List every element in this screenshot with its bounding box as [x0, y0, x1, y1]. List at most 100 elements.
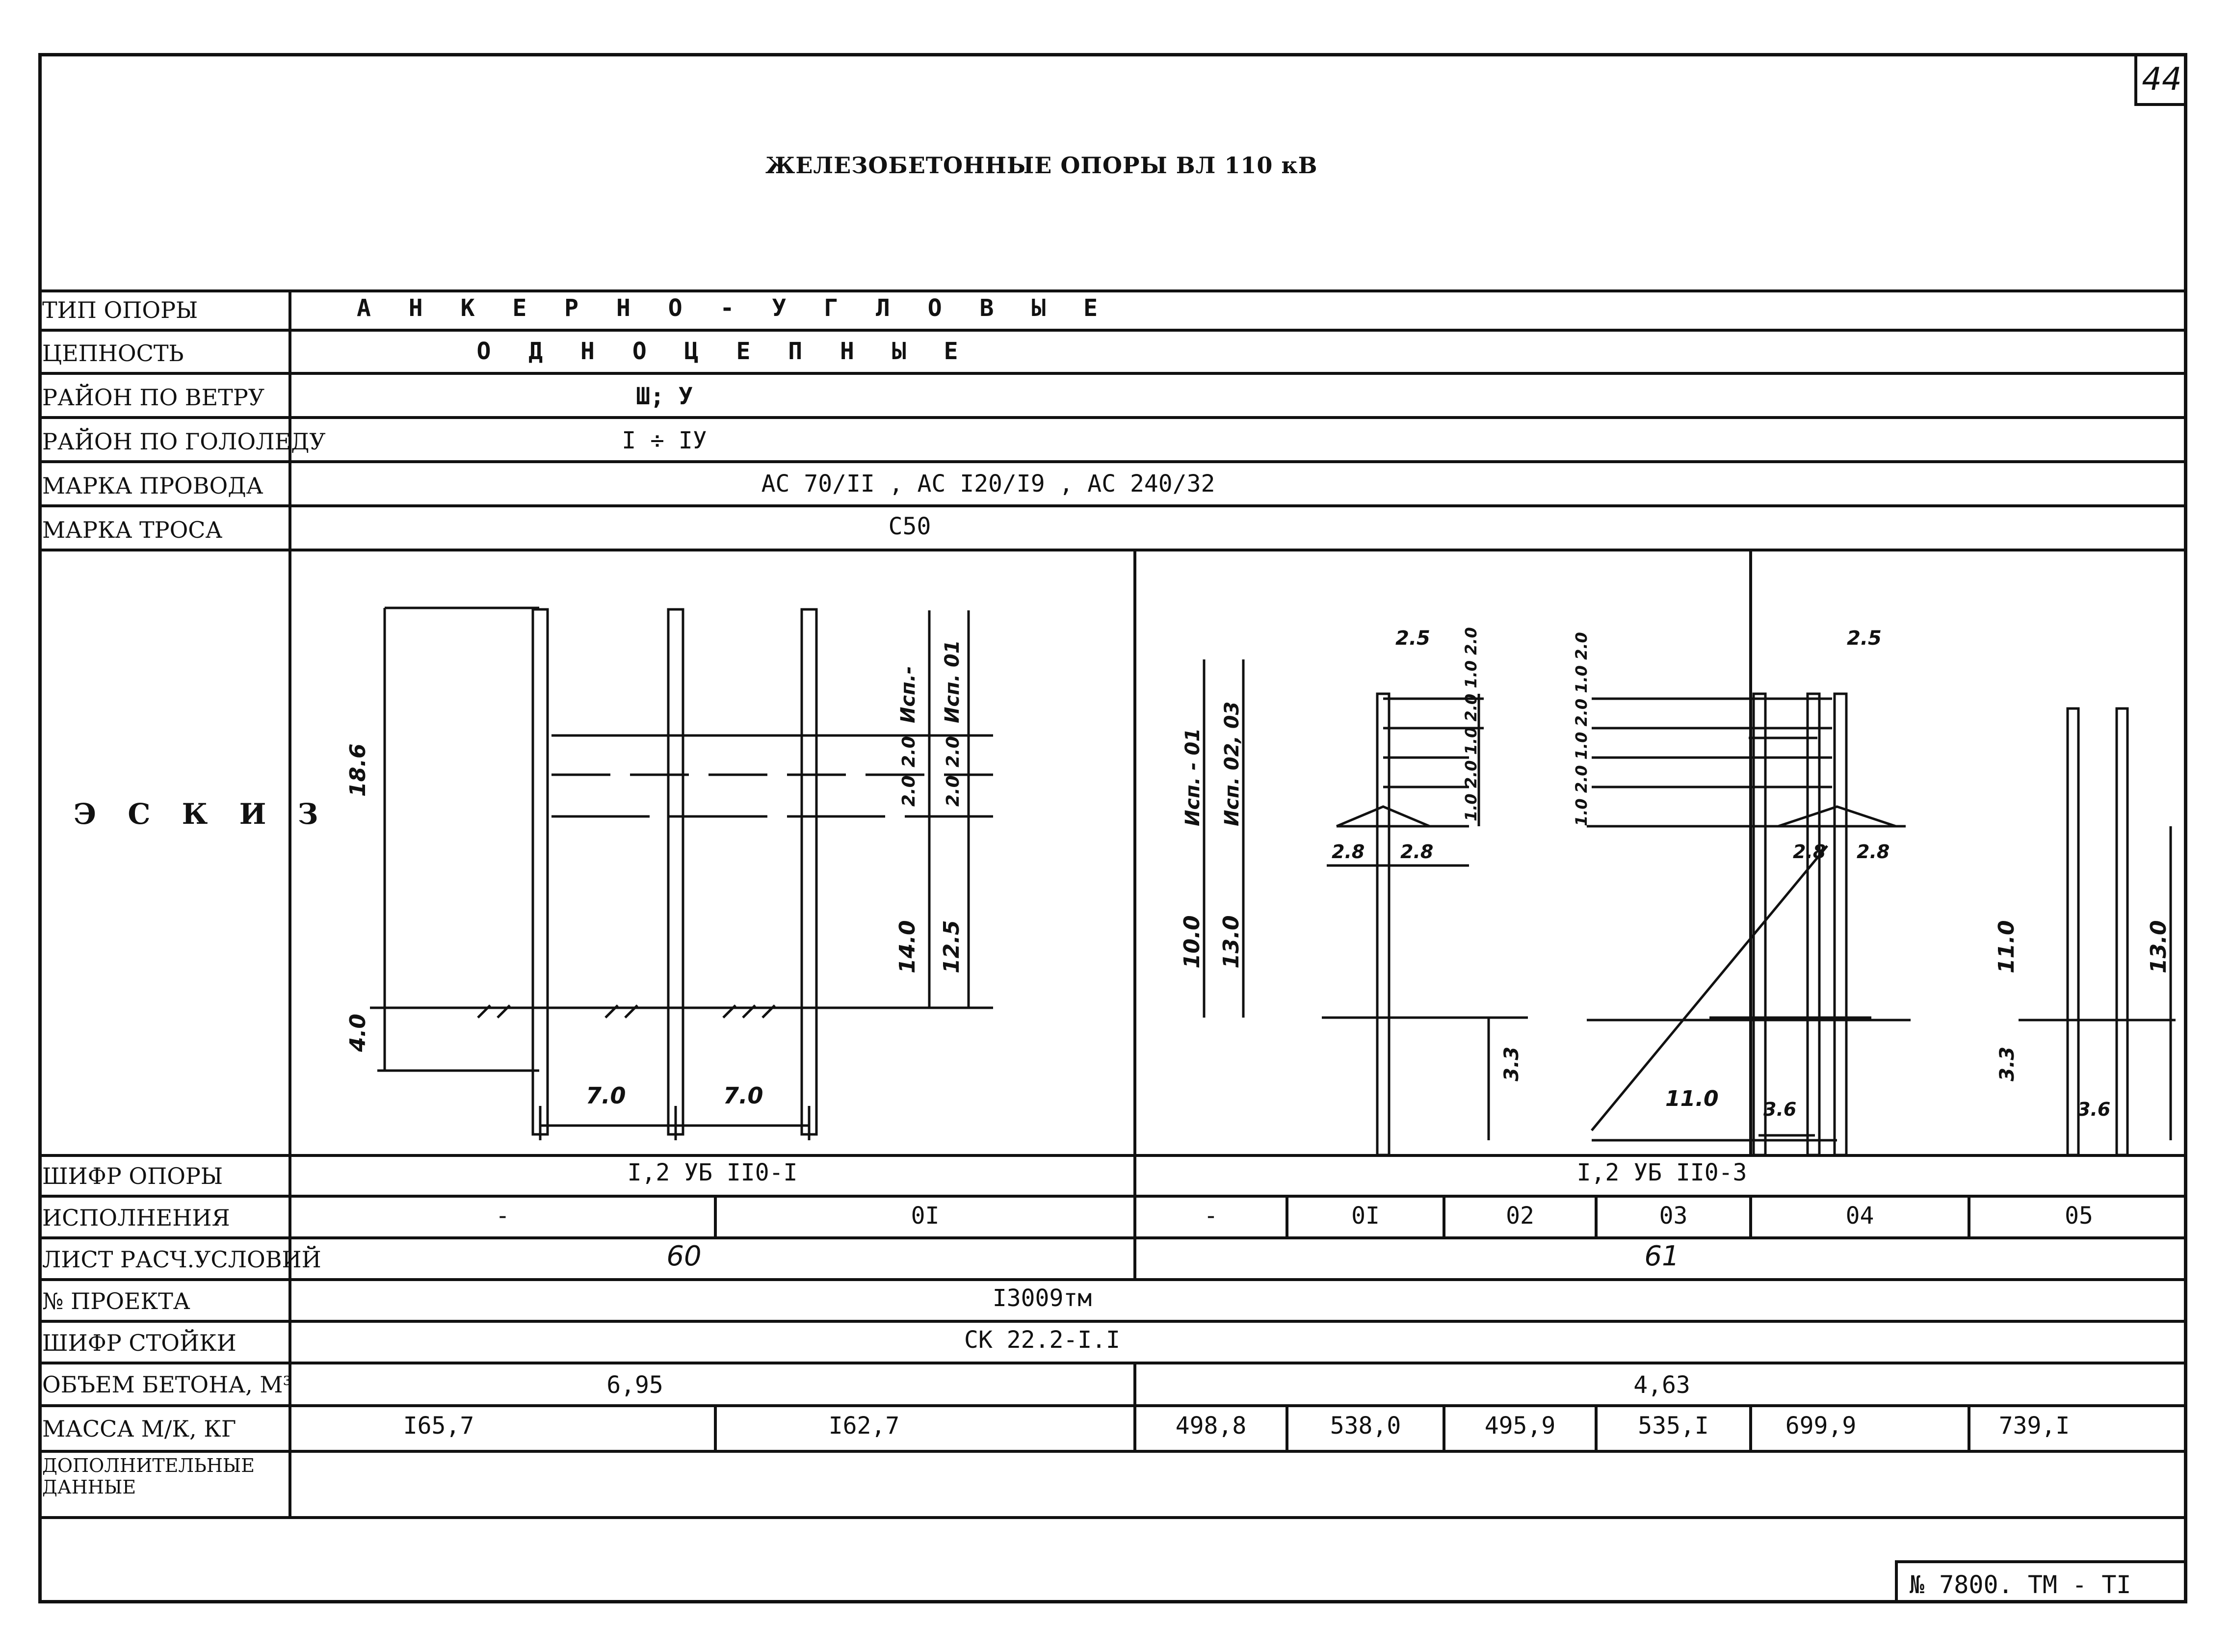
row-line — [38, 1450, 2187, 1453]
sheet-right: 61 — [1644, 1240, 1680, 1272]
dim-c-base: 3.6 — [2077, 1099, 2110, 1120]
dim-c-top: 2.5 — [1847, 627, 1882, 650]
mass-cell: 498,8 — [1175, 1412, 1247, 1440]
label-concrete: ОБЪЕМ БЕТОНА, М³ — [42, 1371, 292, 1398]
row-line — [38, 1404, 2187, 1407]
mass-cell: 495,9 — [1484, 1412, 1556, 1440]
label-extra: ДОПОЛНИТЕЛЬНЫЕ ДАННЫЕ — [42, 1455, 255, 1498]
dim-b-arm-r: 2.8 — [1400, 841, 1433, 863]
column-line — [1286, 1404, 1288, 1450]
row-line — [38, 329, 2187, 332]
column-line — [1749, 1195, 1752, 1236]
code-right: I,2 УБ II0-3 — [1576, 1159, 1747, 1186]
column-line — [1443, 1404, 1445, 1450]
version-b-a: Исп. - 01 — [1181, 728, 1204, 826]
dim-b-top: 2.5 — [1395, 627, 1430, 650]
value-type: А Н К Е Р Н О - У Г Л О В Ы Е — [356, 294, 1110, 322]
code-left: I,2 УБ II0-I — [627, 1159, 798, 1186]
label-sheet: ЛИСТ РАСЧ.УСЛОВИЙ — [42, 1246, 321, 1273]
dim-a-lower: 14.0 — [895, 920, 920, 973]
column-line — [1286, 1195, 1288, 1236]
version-cell: 04 — [1845, 1202, 1874, 1230]
dim-a-span1: 7.0 — [586, 1082, 626, 1109]
document-stamp: № 7800. ТМ - ТI — [1895, 1560, 2187, 1603]
label-wind: РАЙОН ПО ВЕТРУ — [42, 384, 265, 411]
column-line — [714, 1404, 717, 1450]
row-line — [38, 1320, 2187, 1323]
mass-cell: 739,I — [1998, 1412, 2070, 1440]
dim-b-embed: 3.3 — [1500, 1047, 1523, 1081]
sketch-drawing: 18.6 4.0 14.0 12.5 2.0 2.0 2.0 2.0 Исп.-… — [345, 606, 2176, 1154]
sketch-b — [1203, 659, 1871, 1154]
row-line — [38, 1154, 2187, 1157]
value-project: I3009тм — [992, 1285, 1092, 1312]
row-line — [38, 416, 2187, 419]
dim-a-g4: 2.0 — [943, 775, 963, 807]
label-sketch: Э С К И З — [74, 797, 329, 831]
version-cell: 03 — [1659, 1202, 1688, 1230]
sheet-left: 60 — [666, 1240, 702, 1272]
row-line — [38, 1236, 2187, 1239]
dim-c-embed: 3.3 — [1996, 1047, 2019, 1081]
version-a-dash: Исп.- — [897, 666, 919, 723]
label-post: ШИФР СТОЙКИ — [42, 1330, 236, 1356]
sketch-a — [370, 606, 993, 1140]
label-mass: МАССА М/К, КГ — [42, 1416, 236, 1442]
column-line — [1443, 1195, 1445, 1236]
label-extra-line1: ДОПОЛНИТЕЛЬНЫЕ — [42, 1455, 255, 1476]
version-cell: - — [1204, 1202, 1218, 1230]
version-cell: 0I — [911, 1202, 940, 1230]
mass-cell: 538,0 — [1330, 1412, 1401, 1440]
dim-c-h1: 11.0 — [1994, 920, 2019, 973]
label-code: ШИФР ОПОРЫ — [42, 1163, 223, 1189]
dim-c-arm-r: 2.8 — [1857, 841, 1890, 863]
column-line — [1749, 1404, 1752, 1450]
dim-a-g3: 2.0 — [943, 736, 963, 767]
value-ice: I ÷ IУ — [622, 427, 707, 454]
dim-a-embed: 4.0 — [345, 1014, 370, 1052]
row-line — [38, 372, 2187, 375]
version-cell: 02 — [1506, 1202, 1534, 1230]
dim-b-lower: 10.0 — [1180, 915, 1205, 969]
column-line — [1133, 1362, 1136, 1450]
row-line — [38, 1516, 2187, 1519]
label-cable: МАРКА ТРОСА — [42, 517, 223, 543]
value-cable: С50 — [888, 513, 931, 540]
dim-a-total: 18.6 — [345, 743, 370, 797]
dim-c-arm-l: 2.8 — [1793, 841, 1826, 863]
column-line — [1595, 1404, 1598, 1450]
mass-cell: I65,7 — [403, 1412, 474, 1440]
label-type: ТИП ОПОРЫ — [42, 297, 198, 323]
row-line — [38, 460, 2187, 463]
mass-cell: I62,7 — [828, 1412, 900, 1440]
row-line — [38, 504, 2187, 507]
column-line — [1133, 549, 1136, 1278]
sketch-c — [1587, 692, 2176, 1154]
dim-c-steps: 1.0 2.0 1.0 2.0 1.0 2.0 — [1572, 632, 1591, 826]
drawing-frame — [38, 53, 2187, 1603]
concrete-right: 4,63 — [1633, 1371, 1690, 1399]
page-number: 44 — [2134, 56, 2186, 106]
dim-a-g1: 2.0 — [899, 736, 919, 767]
label-project: № ПРОЕКТА — [42, 1288, 190, 1314]
label-circuits: ЦЕПНОСТЬ — [42, 340, 184, 367]
version-a-01: Исп. 01 — [941, 640, 964, 723]
dim-a-lower-01: 12.5 — [939, 920, 964, 973]
mass-cell: 699,9 — [1785, 1412, 1857, 1440]
dim-c-h2: 13.0 — [2146, 920, 2171, 973]
column-line — [714, 1195, 717, 1236]
dim-b-lower2: 13.0 — [1219, 915, 1244, 969]
version-cell: 0I — [1351, 1202, 1380, 1230]
label-column-line — [289, 289, 291, 1516]
value-wind: Ш; У — [636, 383, 693, 410]
dim-a-span2: 7.0 — [723, 1082, 763, 1109]
version-cell: 05 — [2065, 1202, 2093, 1230]
dim-a-g2: 2.0 — [899, 775, 919, 807]
row-line — [38, 549, 2187, 551]
column-line — [1749, 549, 1752, 1154]
version-b-b: Исп. 02, 03 — [1221, 702, 1243, 826]
label-wire: МАРКА ПРОВОДА — [42, 472, 263, 499]
row-line — [38, 1278, 2187, 1281]
value-circuits: О Д Н О Ц Е П Н Ы Е — [476, 338, 970, 365]
label-versions: ИСПОЛНЕНИЯ — [42, 1205, 230, 1231]
